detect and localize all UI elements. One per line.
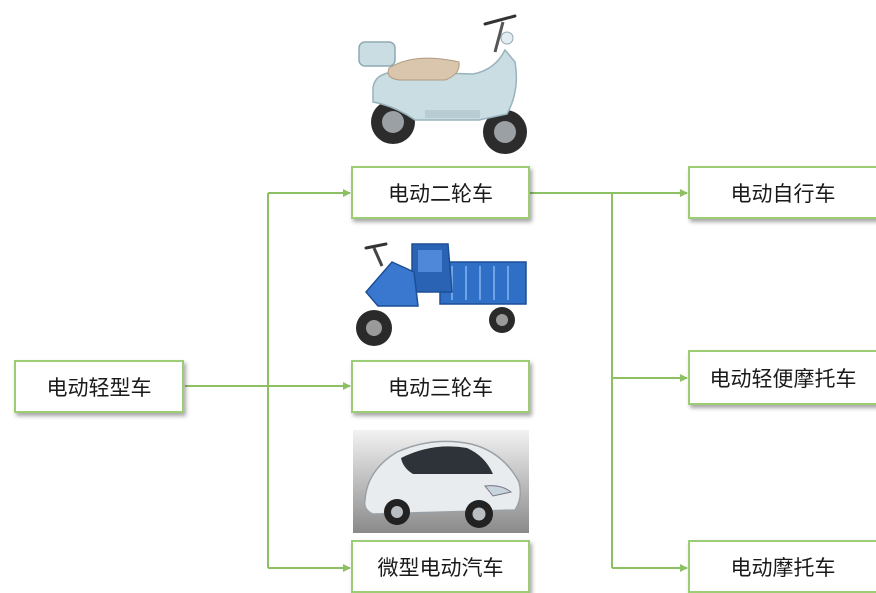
- node-two-wheeler: 电动二轮车: [351, 166, 530, 219]
- node-label: 电动摩托车: [730, 555, 836, 580]
- root-node: 电动轻型车: [14, 360, 184, 413]
- microcar-image: [353, 430, 529, 533]
- node-label: 微型电动汽车: [377, 555, 504, 580]
- scooter-image: [358, 14, 527, 154]
- node-label: 电动自行车: [730, 181, 836, 206]
- node-tricycle: 电动三轮车: [351, 360, 530, 413]
- node-microcar: 微型电动汽车: [351, 540, 530, 593]
- root-node-label: 电动轻型车: [46, 375, 152, 400]
- node-label: 电动二轮车: [388, 181, 493, 206]
- node-label: 电动轻便摩托车: [709, 366, 857, 391]
- node-e-moped: 电动轻便摩托车: [688, 350, 876, 405]
- node-e-motorcycle: 电动摩托车: [688, 540, 876, 593]
- node-label: 电动三轮车: [388, 375, 493, 400]
- node-e-bicycle: 电动自行车: [688, 166, 876, 219]
- tricycle-image: [356, 242, 527, 346]
